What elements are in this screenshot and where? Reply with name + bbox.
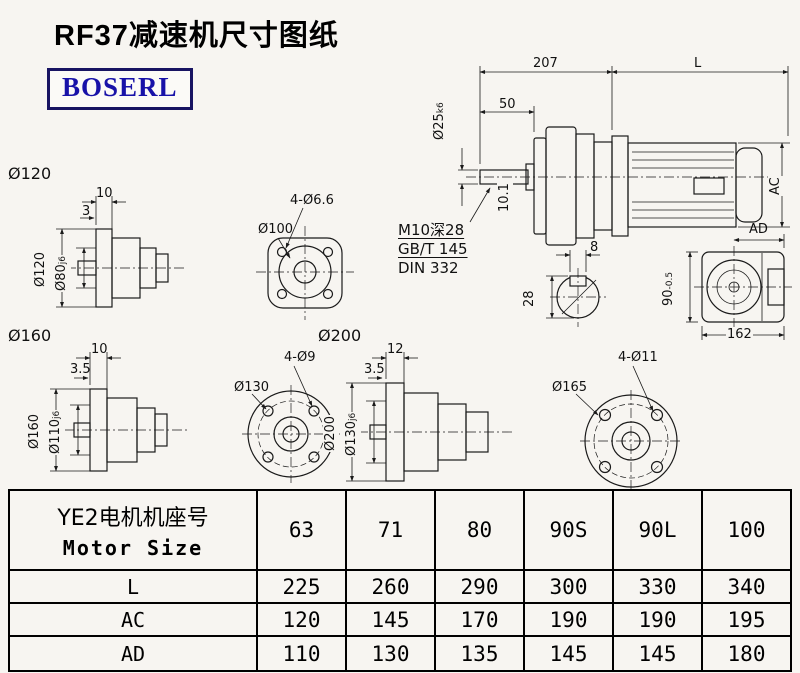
shaft-dia-value: Ø25: [432, 113, 447, 140]
table-cell: 71: [345, 489, 436, 571]
table-row-AD: AD 110 130 135 145 145 180: [8, 635, 792, 672]
view120-spigot-tolerance: j6: [58, 255, 68, 265]
flange-200-side-view: [346, 352, 512, 482]
dim-162-label: 162: [726, 327, 753, 343]
table-cell: 145: [523, 635, 614, 672]
table-cell: 145: [612, 635, 703, 672]
shaft-key-section: [546, 250, 606, 327]
table-cell: 110: [256, 635, 347, 672]
table-header-row: YE2电机机座号 Motor Size 63 71 80 90S 90L 100: [8, 489, 792, 571]
view160-spigot-dia-label: Ø110j6: [48, 409, 65, 455]
tap-hole-note: M10深28: [398, 221, 465, 239]
table-cell: 90L: [612, 489, 703, 571]
key-width-label: 8: [590, 240, 599, 255]
table-cell: 330: [612, 569, 703, 604]
table-cell: 190: [523, 602, 614, 637]
shaft-dia-label: Ø25k6: [432, 101, 449, 141]
view120-spigot-dia-value: Ø80: [54, 264, 69, 291]
table-cell: 225: [256, 569, 347, 604]
flange165-holes-label: 4-Ø11: [618, 350, 658, 365]
flange165-dia-label: Ø165: [552, 380, 588, 395]
section-label-120: Ø120: [8, 164, 52, 183]
view200-spigot-tolerance: j6: [348, 412, 358, 421]
flange100-holes-label: 4-Ø6.6: [290, 193, 334, 208]
flange-160-side-view: [50, 352, 190, 472]
page-title: RF37减速机尺寸图纸: [54, 20, 339, 52]
table-row-L: L 225 260 290 300 330 340: [8, 569, 792, 604]
main-side-view: [458, 66, 790, 246]
row-label-AD: AD: [8, 635, 258, 672]
motor-size-header-cell: YE2电机机座号 Motor Size: [8, 489, 258, 571]
table-cell: 340: [701, 569, 792, 604]
table-cell: 80: [434, 489, 525, 571]
view120-spigot-depth-label: 3: [82, 204, 91, 219]
dimension-table: YE2电机机座号 Motor Size 63 71 80 90S 90L 100…: [8, 489, 792, 672]
view160-flange-dia-label: Ø160: [27, 412, 43, 450]
view160-spigot-tolerance: j6: [52, 410, 62, 419]
motor-size-header-en: Motor Size: [62, 536, 204, 560]
view120-flange-dia-label: Ø120: [33, 250, 49, 288]
table-cell: 195: [701, 602, 792, 637]
table-cell: 130: [345, 635, 436, 672]
view200-spigot-dia-value: Ø130: [344, 420, 359, 456]
dim-207-label: 207: [533, 56, 558, 71]
table-cell: 290: [434, 569, 525, 604]
view200-flange-dia-label: Ø200: [323, 414, 339, 452]
table-row-AC: AC 120 145 170 190 190 195: [8, 602, 792, 637]
shaft-height-label: 28: [522, 289, 538, 308]
table-cell: 120: [256, 602, 347, 637]
motor-size-header-cn: YE2电机机座号: [57, 506, 209, 531]
table-cell: 180: [701, 635, 792, 672]
table-cell: 135: [434, 635, 525, 672]
section-label-160: Ø160: [8, 326, 52, 345]
standard-note-din: DIN 332: [398, 259, 459, 277]
table-cell: 100: [701, 489, 792, 571]
dim-ac-label: AC: [768, 176, 784, 196]
dim-ad-label: AD: [749, 222, 768, 237]
table-cell: 170: [434, 602, 525, 637]
flange100-dia-label: Ø100: [258, 222, 294, 237]
flange130-dia-label: Ø130: [234, 380, 270, 395]
table-cell: 63: [256, 489, 347, 571]
boserl-logo: BOSERL: [47, 68, 193, 110]
row-label-L: L: [8, 569, 258, 604]
end-height-tolerance: -0.5: [665, 271, 675, 290]
view200-spigot-dia-label: Ø130j6: [344, 411, 361, 457]
output-end-view: [686, 234, 792, 340]
view160-spigot-depth-label: 3.5: [70, 362, 91, 377]
standard-note-gbt: GB/T 145: [398, 240, 468, 258]
dim-motor-length-label: L: [694, 56, 702, 71]
flange130-holes-label: 4-Ø9: [284, 350, 316, 365]
view200-spigot-depth-label: 3.5: [364, 362, 385, 377]
flange-120-side-view: [56, 196, 186, 308]
dim-50-label: 50: [499, 97, 516, 112]
table-cell: 300: [523, 569, 614, 604]
end-height-label: 90-0.5: [661, 270, 678, 307]
table-cell: 90S: [523, 489, 614, 571]
table-cell: 260: [345, 569, 436, 604]
shaft-dia-tolerance: k6: [436, 102, 446, 114]
end-height-value: 90: [661, 289, 676, 306]
logo-text: BOSERL: [62, 72, 178, 102]
flange-165-face-view: [575, 365, 682, 489]
flange-100-face-view: [256, 207, 354, 320]
row-label-AC: AC: [8, 602, 258, 637]
view160-spigot-dia-value: Ø110: [48, 418, 63, 454]
view120-spigot-dia-label: Ø80j6: [54, 254, 71, 292]
view200-flange-thickness-label: 12: [387, 342, 404, 357]
table-cell: 145: [345, 602, 436, 637]
view160-flange-thickness-label: 10: [91, 342, 108, 357]
dim-key-depth-label: 10.1: [497, 182, 513, 213]
view120-flange-thickness-label: 10: [96, 186, 113, 201]
section-label-200: Ø200: [318, 326, 362, 345]
table-cell: 190: [612, 602, 703, 637]
